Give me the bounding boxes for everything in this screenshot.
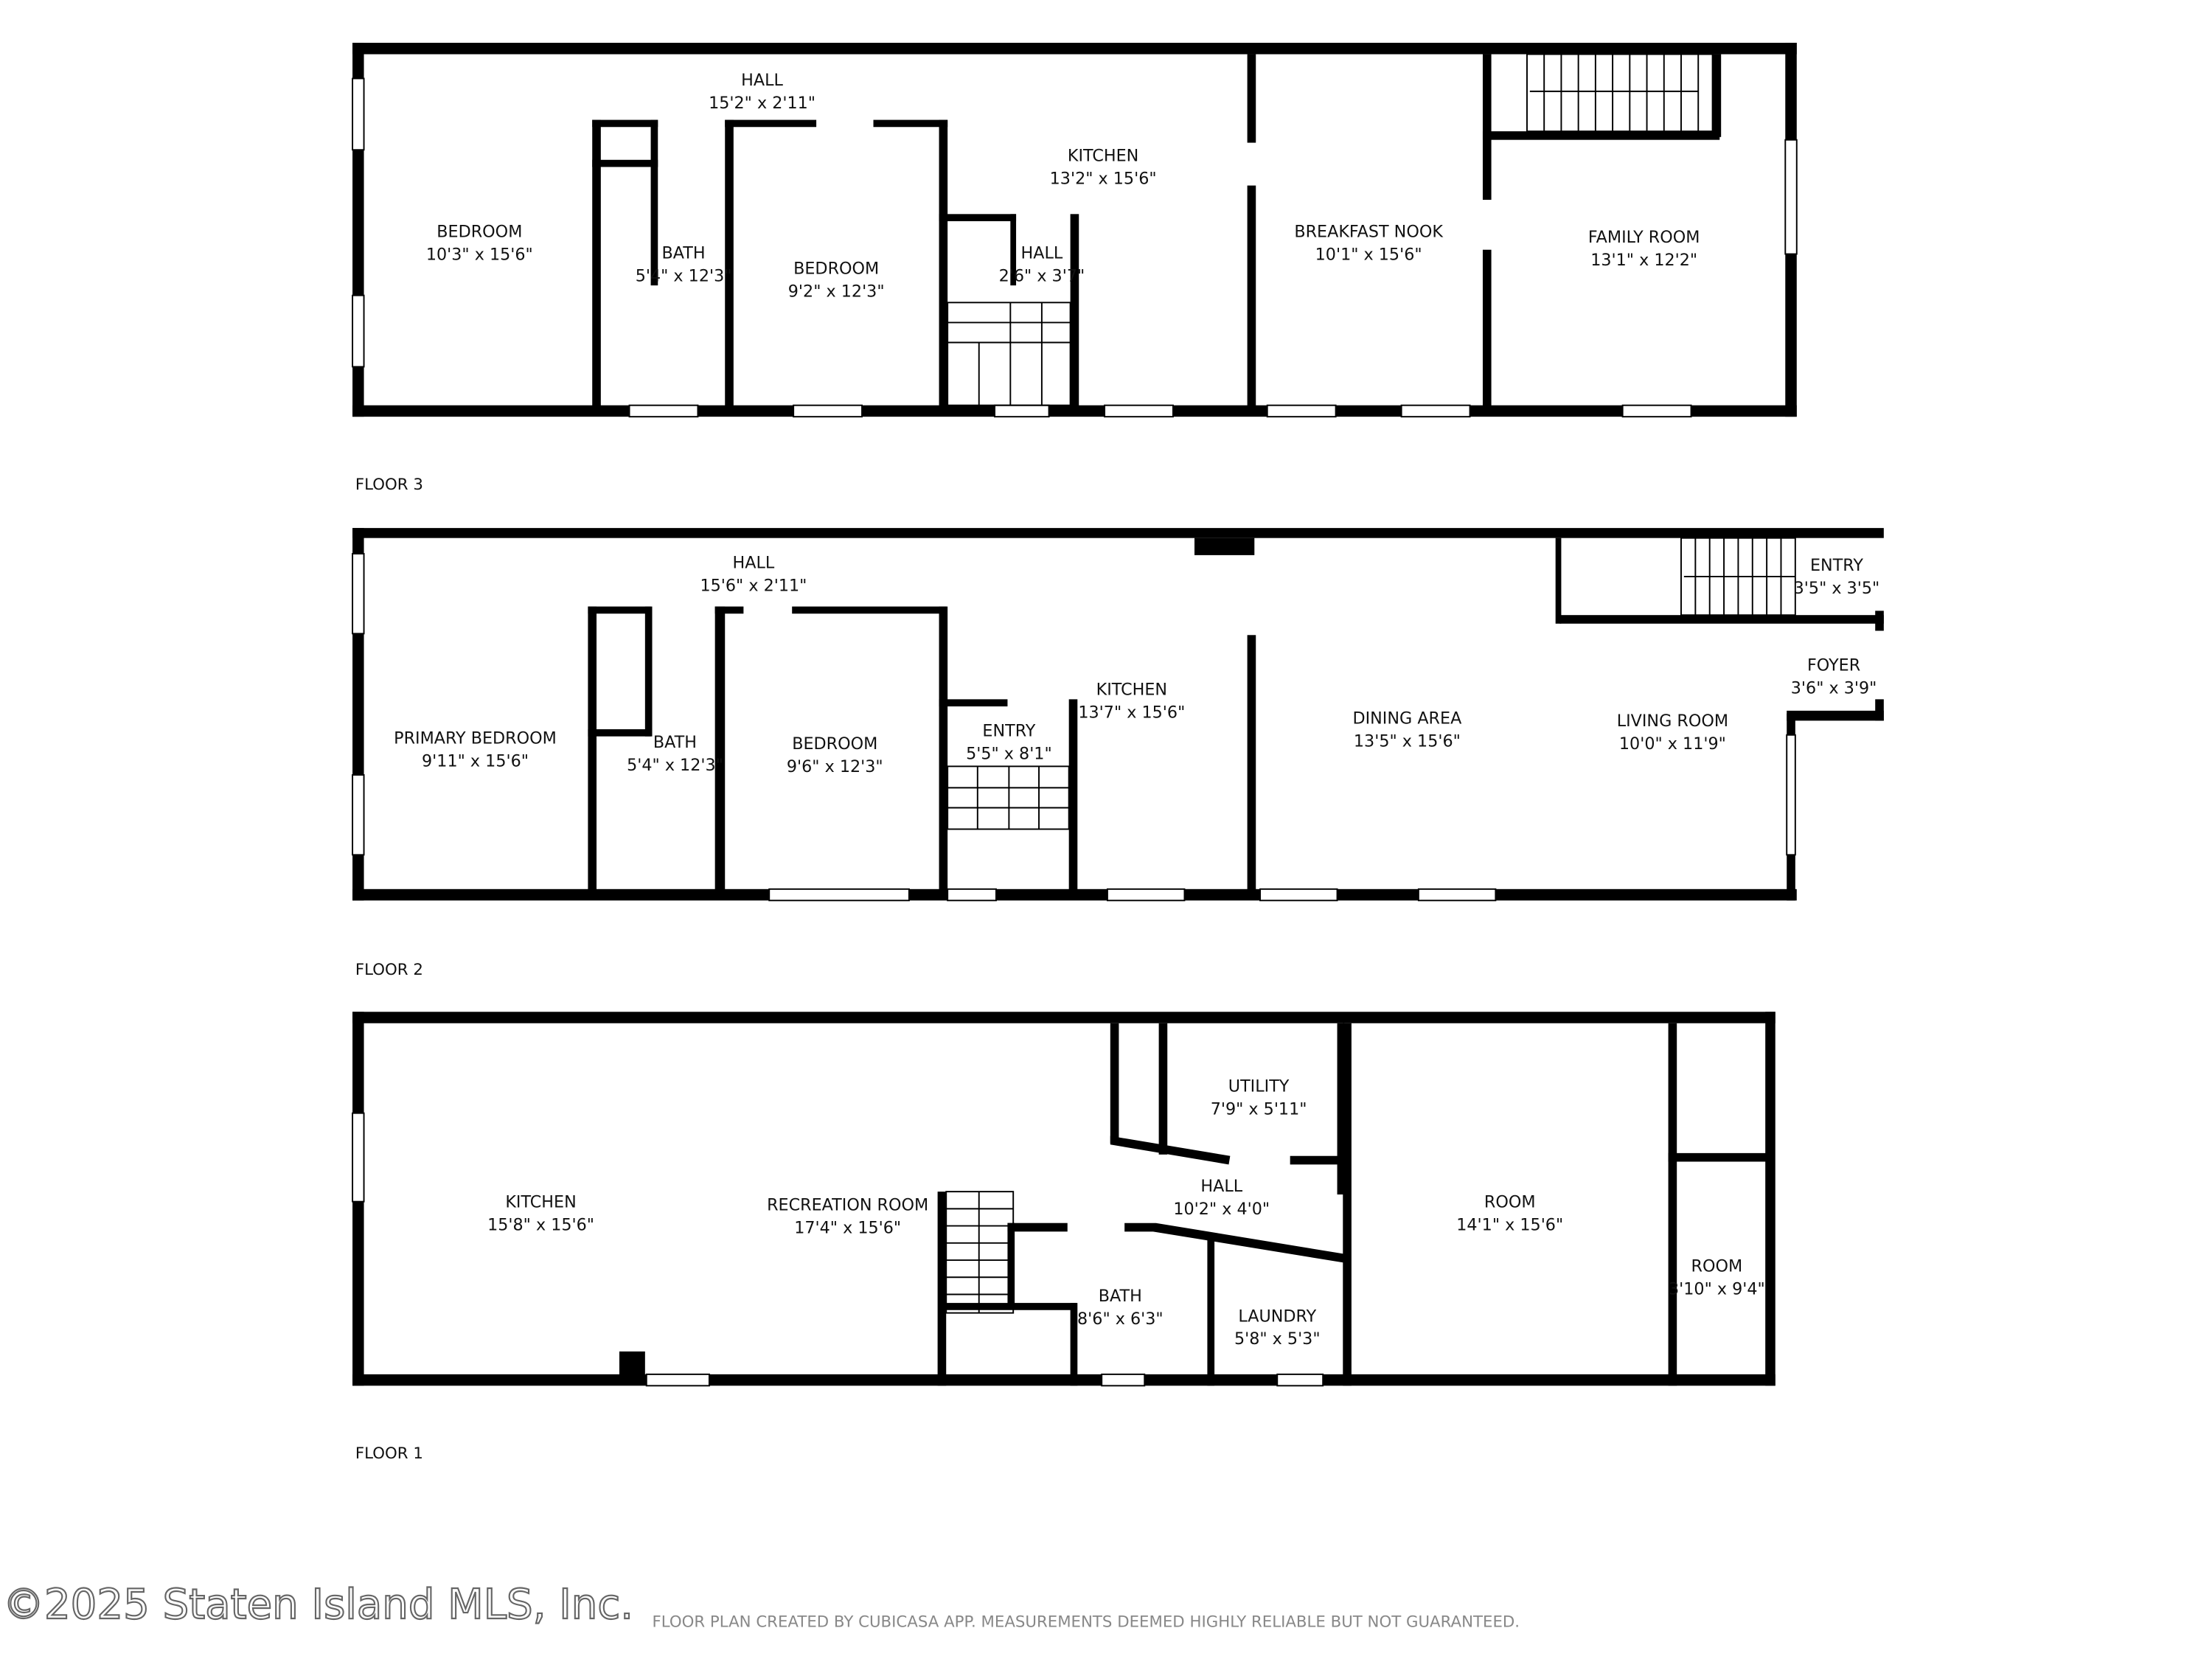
room-dimensions: 2'6" x 3'7" xyxy=(999,266,1085,285)
watermark: ©2025 Staten Island MLS, Inc. xyxy=(3,1581,633,1629)
room-dimensions: 3'10" x 9'4" xyxy=(1669,1279,1765,1298)
room-dimensions: 10'3" x 15'6" xyxy=(426,245,533,264)
room-dimensions: 15'2" x 2'11" xyxy=(709,94,815,113)
room-name: BREAKFAST NOOK xyxy=(1294,222,1444,241)
room-name: FOYER xyxy=(1807,656,1860,675)
floor-1-room-labels: KITCHEN 15'8" x 15'6" RECREATION ROOM 17… xyxy=(487,1077,1765,1349)
floor-2-plan: PRIMARY BEDROOM 9'11" x 15'6" HALL 15'6"… xyxy=(352,528,1884,979)
room-dimensions: 9'11" x 15'6" xyxy=(422,751,529,771)
floor-1-stairs xyxy=(945,1191,1015,1314)
room-dimensions: 5'5" x 8'1" xyxy=(966,745,1052,764)
room-dimensions: 8'6" x 6'3" xyxy=(1077,1310,1164,1329)
floor-3-windows xyxy=(352,77,1798,418)
room-dimensions: 5'8" x 5'3" xyxy=(1234,1329,1321,1349)
floor-2-windows xyxy=(352,553,1796,902)
floor-label: FLOOR 2 xyxy=(355,961,423,979)
room-name: KITCHEN xyxy=(505,1192,576,1211)
floor-1-windows xyxy=(352,1112,1324,1387)
floor-3-stairs xyxy=(947,53,1714,406)
floor-2-room-labels: PRIMARY BEDROOM 9'11" x 15'6" HALL 15'6"… xyxy=(394,553,1879,776)
room-name: ENTRY xyxy=(1810,556,1863,575)
room-name: LAUNDRY xyxy=(1238,1307,1316,1326)
room-dimensions: 13'2" x 15'6" xyxy=(1050,170,1157,189)
room-name: HALL xyxy=(1200,1177,1242,1196)
room-name: DINING AREA xyxy=(1352,709,1462,728)
room-dimensions: 10'2" x 4'0" xyxy=(1173,1200,1270,1219)
room-name: ROOM xyxy=(1691,1257,1743,1276)
room-dimensions: 5'4" x 12'3" xyxy=(636,266,732,285)
room-dimensions: 9'2" x 12'3" xyxy=(788,282,885,302)
room-name: UTILITY xyxy=(1228,1077,1290,1096)
room-name: BEDROOM xyxy=(437,222,522,241)
floor-3-walls xyxy=(352,43,1797,417)
room-name: ENTRY xyxy=(982,722,1035,741)
room-dimensions: 17'4" x 15'6" xyxy=(794,1218,901,1237)
floor-1-plan: KITCHEN 15'8" x 15'6" RECREATION ROOM 17… xyxy=(352,1012,1775,1463)
room-name: BEDROOM xyxy=(792,734,877,754)
room-dimensions: 13'7" x 15'6" xyxy=(1078,703,1185,723)
room-name: HALL xyxy=(1021,243,1063,262)
room-name: HALL xyxy=(733,553,775,572)
room-name: KITCHEN xyxy=(1096,681,1167,700)
room-dimensions: 7'9" x 5'11" xyxy=(1211,1100,1307,1119)
floor-label: FLOOR 1 xyxy=(355,1444,423,1463)
room-name: RECREATION ROOM xyxy=(767,1195,928,1214)
floor-label: FLOOR 3 xyxy=(355,476,423,494)
room-name: BATH xyxy=(653,733,697,752)
room-name: LIVING ROOM xyxy=(1617,712,1728,731)
room-name: BEDROOM xyxy=(793,260,879,279)
room-dimensions: 3'5" x 3'5" xyxy=(1794,579,1880,598)
room-name: BATH xyxy=(662,243,706,262)
room-dimensions: 15'8" x 15'6" xyxy=(487,1215,594,1234)
room-dimensions: 10'1" x 15'6" xyxy=(1315,245,1422,264)
room-dimensions: 9'6" x 12'3" xyxy=(787,757,883,776)
room-name: FAMILY ROOM xyxy=(1588,228,1700,247)
room-dimensions: 5'4" x 12'3" xyxy=(627,756,723,775)
room-name: BATH xyxy=(1099,1287,1142,1306)
room-dimensions: 14'1" x 15'6" xyxy=(1456,1215,1563,1234)
room-dimensions: 15'6" x 2'11" xyxy=(700,576,807,595)
room-dimensions: 13'1" x 12'2" xyxy=(1590,251,1697,270)
floor-2-stairs xyxy=(947,537,1796,830)
disclaimer: FLOOR PLAN CREATED BY CUBICASA APP. MEAS… xyxy=(653,1613,1520,1631)
room-dimensions: 10'0" x 11'9" xyxy=(1619,734,1726,754)
room-name: KITCHEN xyxy=(1068,147,1138,166)
floor-3-plan: BEDROOM 10'3" x 15'6" HALL 15'2" x 2'11"… xyxy=(352,43,1798,494)
room-name: ROOM xyxy=(1484,1192,1536,1211)
room-dimensions: 3'6" x 3'9" xyxy=(1791,679,1877,698)
floor-3-room-labels: BEDROOM 10'3" x 15'6" HALL 15'2" x 2'11"… xyxy=(426,71,1700,301)
room-name: HALL xyxy=(741,71,783,90)
room-dimensions: 13'5" x 15'6" xyxy=(1354,731,1461,751)
room-name: PRIMARY BEDROOM xyxy=(394,728,557,748)
